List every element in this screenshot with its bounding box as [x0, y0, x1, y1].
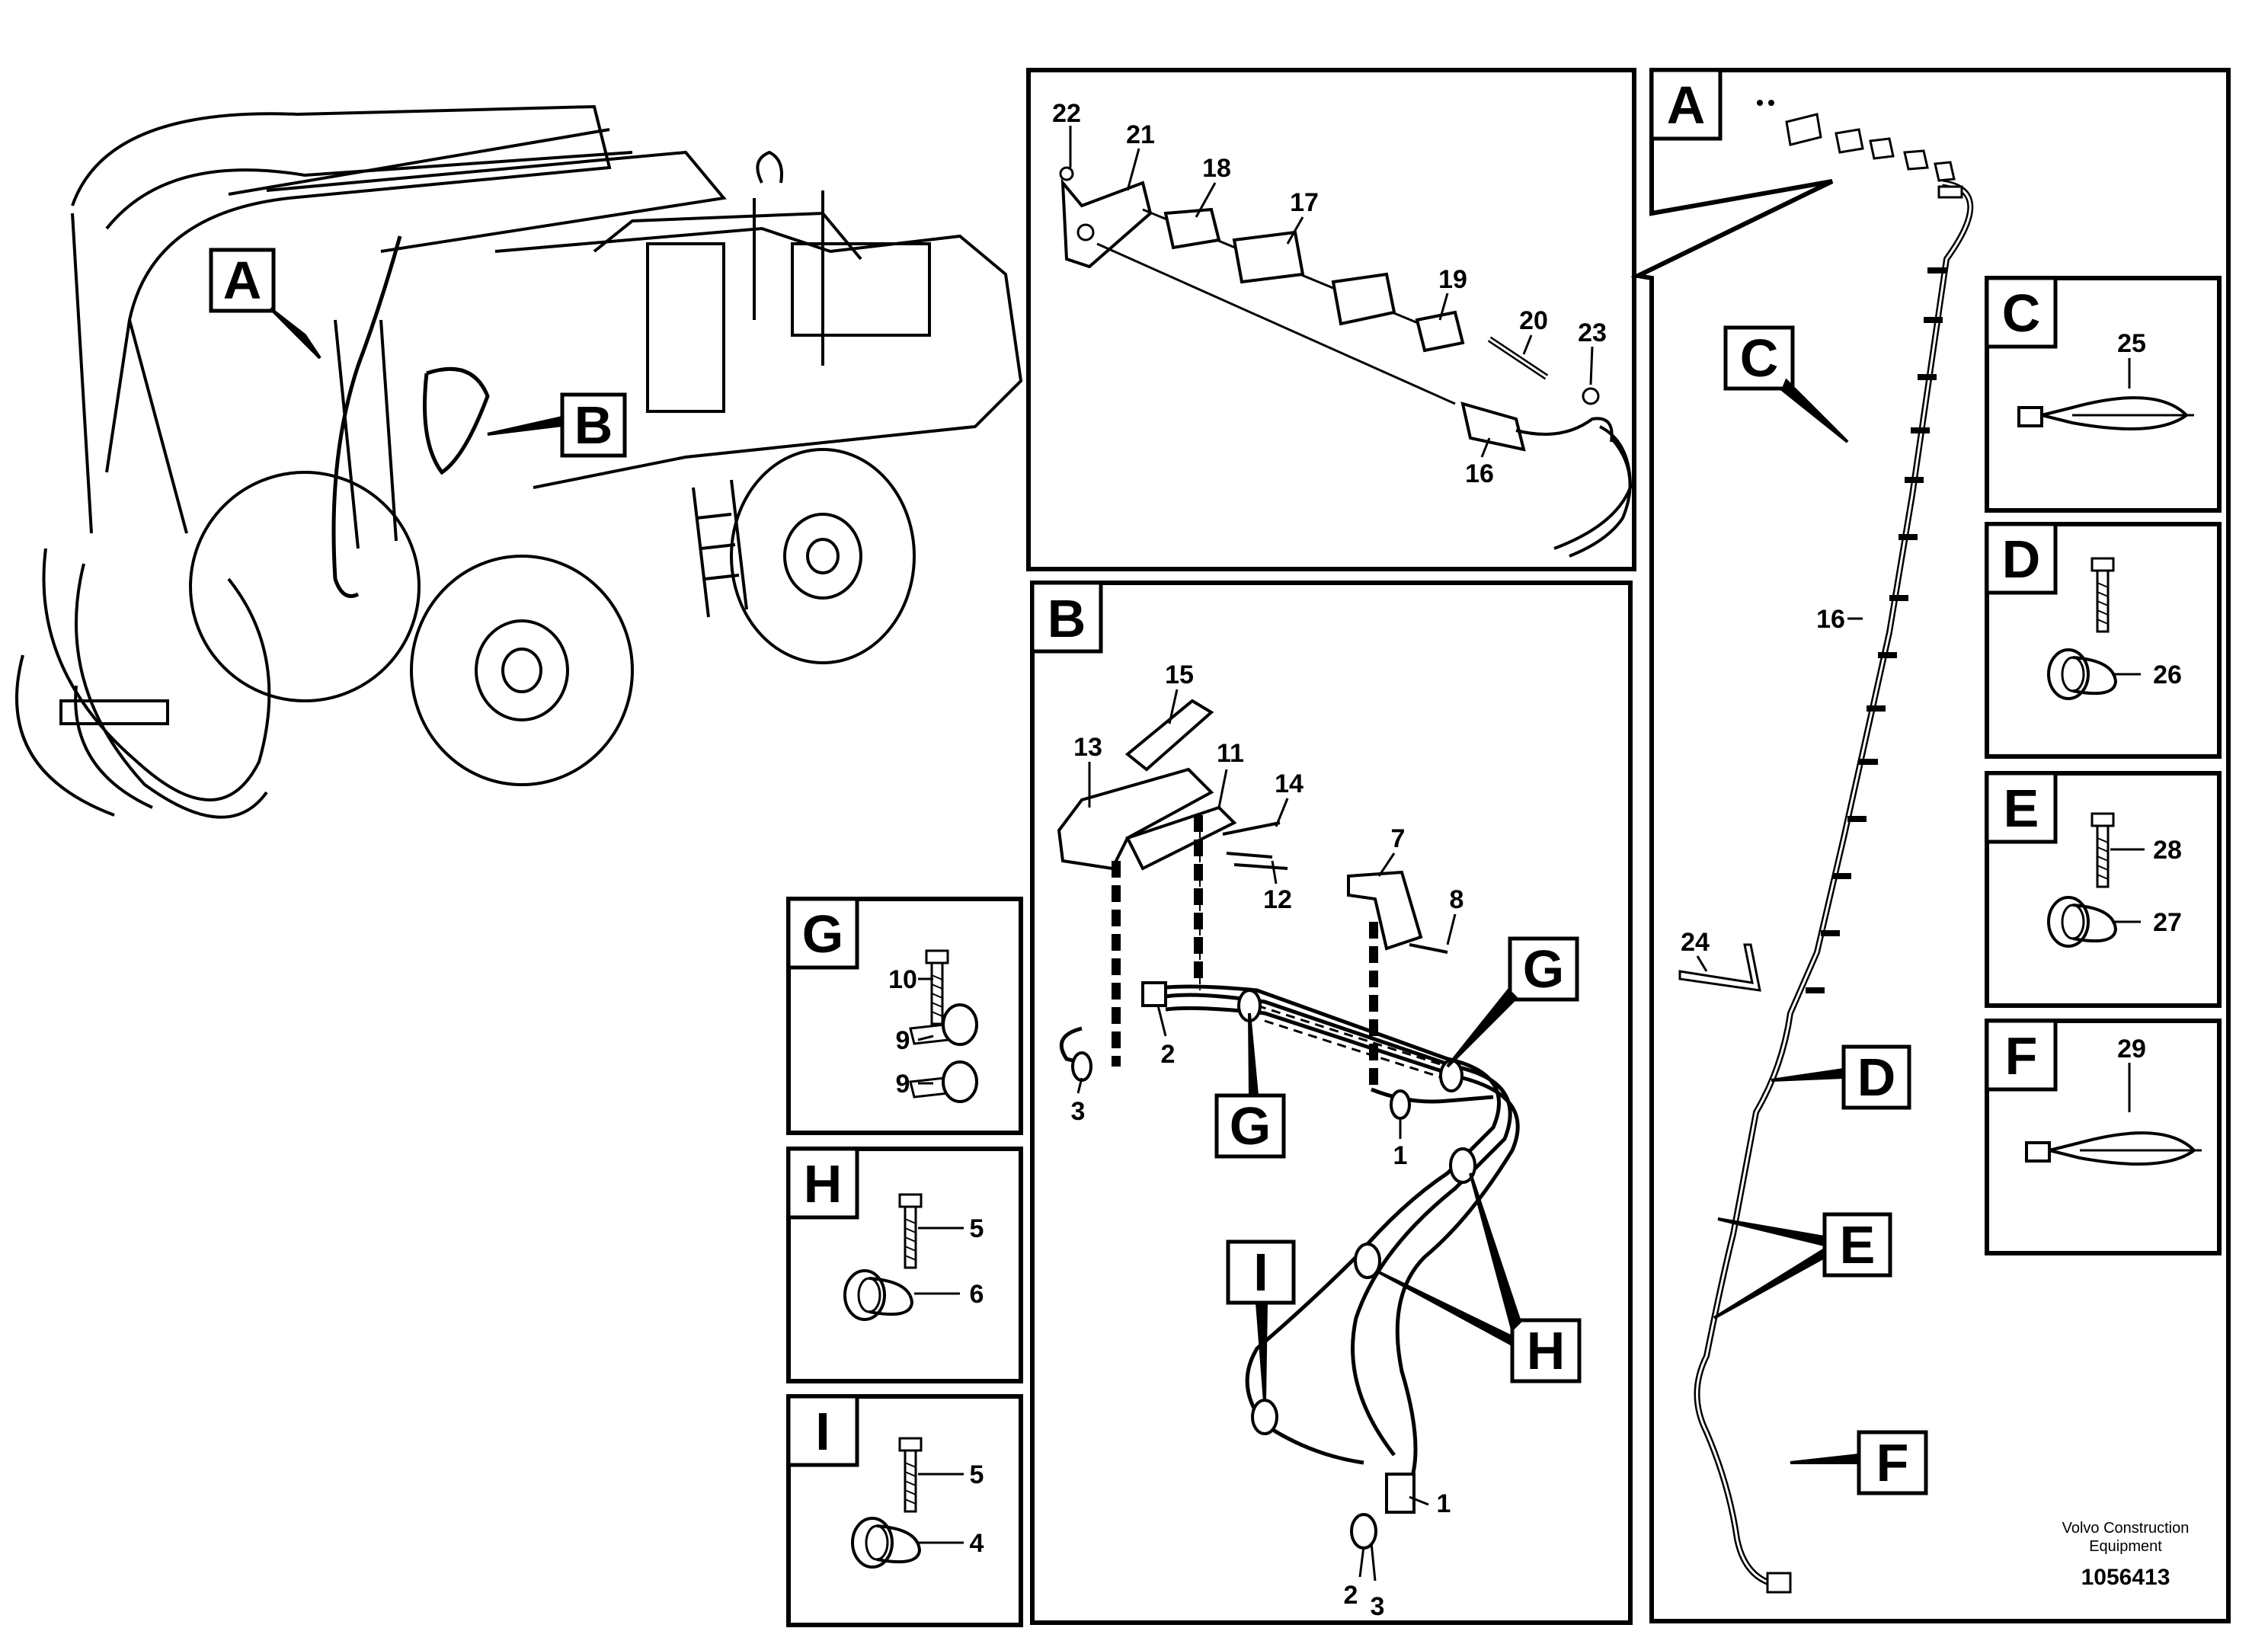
part-14: 14 — [1275, 769, 1304, 798]
panel-detail-a-zoom — [1026, 68, 1636, 571]
panel-d-title: D — [2002, 529, 2041, 589]
panel-a-harness: A C D E F — [1630, 68, 2231, 1623]
part-number-labels — [914, 126, 2145, 1582]
callout-b-label: B — [574, 395, 613, 455]
part-23: 23 — [1578, 318, 1607, 347]
part-25: 25 — [2117, 329, 2146, 358]
part-11: 11 — [1217, 739, 1244, 768]
company-line-2: Equipment — [2089, 1538, 2162, 1555]
machine-overview-illustration — [15, 104, 1023, 819]
callout-f-label: F — [1876, 1433, 1909, 1492]
part-4: 4 — [970, 1529, 984, 1558]
part-3-upper: 3 — [1071, 1097, 1086, 1126]
part-27: 27 — [2153, 908, 2182, 937]
panel-g-title: G — [802, 904, 843, 964]
overview-callout-b: B — [487, 392, 627, 458]
part-28: 28 — [2153, 836, 2182, 865]
part-15: 15 — [1165, 660, 1194, 689]
panel-b-harness: B G — [1030, 581, 1633, 1625]
part-19: 19 — [1438, 265, 1467, 294]
part-26: 26 — [2153, 660, 2182, 689]
callout-e-label: E — [1840, 1215, 1876, 1275]
callout-g-lower-label: G — [1230, 1096, 1271, 1156]
part-21: 21 — [1126, 120, 1155, 149]
part-1-lower: 1 — [1437, 1489, 1451, 1518]
part-16-a: 16 — [1816, 605, 1845, 634]
panel-c-detail: C — [1985, 276, 2222, 513]
footer-block: Volvo Construction Equipment 1056413 — [2062, 1520, 2190, 1590]
part-16-top: 16 — [1465, 459, 1494, 488]
panel-e-detail: E — [1985, 771, 2222, 1008]
panel-f-title: F — [2005, 1026, 2038, 1086]
callout-g-right-label: G — [1523, 939, 1564, 999]
panel-h-detail: H — [786, 1147, 1023, 1383]
panel-b-title: B — [1048, 589, 1086, 648]
callout-i-label: I — [1253, 1243, 1268, 1302]
part-22: 22 — [1052, 99, 1081, 128]
part-2-upper: 2 — [1161, 1040, 1176, 1069]
part-2-lower: 2 — [1344, 1581, 1358, 1610]
part-10: 10 — [888, 965, 917, 994]
callout-a-label: A — [223, 251, 262, 310]
part-1-upper: 1 — [1393, 1141, 1408, 1170]
panel-c-title: C — [2002, 283, 2041, 343]
drawing-number: 1056413 — [2081, 1565, 2170, 1590]
panel-e-title: E — [2004, 779, 2039, 838]
part-12: 12 — [1263, 885, 1292, 914]
panel-d-detail: D — [1985, 522, 2222, 759]
panel-i-title: I — [815, 1402, 830, 1461]
part-5-i: 5 — [970, 1460, 984, 1489]
part-18: 18 — [1202, 154, 1231, 183]
panel-i-detail: I — [786, 1394, 1023, 1627]
part-24: 24 — [1681, 928, 1710, 957]
part-20: 20 — [1519, 306, 1548, 335]
part-13: 13 — [1073, 733, 1102, 762]
panel-h-title: H — [804, 1154, 843, 1214]
part-8: 8 — [1450, 885, 1464, 914]
panel-a-title: A — [1667, 75, 1706, 135]
part-6: 6 — [970, 1280, 984, 1309]
panel-f-detail: F — [1985, 1019, 2222, 1255]
callout-c-label: C — [1740, 328, 1779, 388]
overview-callout-a: A — [209, 248, 321, 360]
part-17: 17 — [1290, 188, 1319, 217]
part-29: 29 — [2117, 1035, 2146, 1063]
part-3-lower: 3 — [1371, 1592, 1385, 1621]
part-number-text: 22 21 18 17 19 20 23 16 15 13 11 14 12 7… — [888, 99, 2182, 1621]
part-5-h: 5 — [970, 1214, 984, 1243]
part-9-b: 9 — [896, 1070, 910, 1099]
callout-d-label: D — [1857, 1047, 1896, 1107]
company-line-1: Volvo Construction — [2062, 1520, 2190, 1537]
part-7: 7 — [1391, 824, 1406, 853]
part-9-a: 9 — [896, 1026, 910, 1055]
callout-h-label: H — [1527, 1321, 1566, 1380]
panel-g-detail: G — [786, 897, 1023, 1135]
